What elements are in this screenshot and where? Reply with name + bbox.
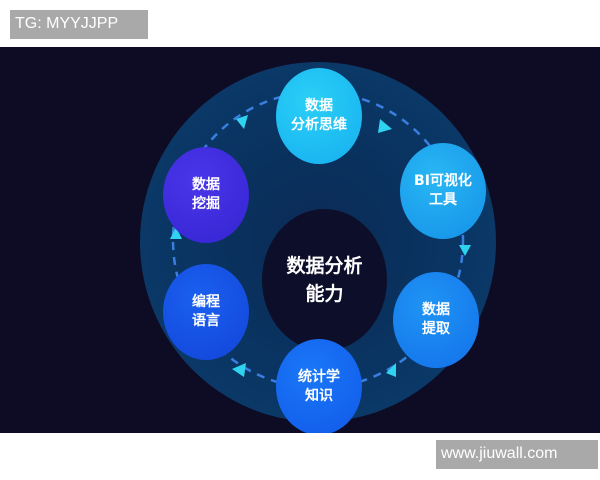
node-label: 知识 — [305, 388, 333, 404]
arrow-icon — [232, 363, 246, 377]
node-label: 数据 — [305, 98, 333, 114]
center-label-line2: 能力 — [305, 283, 344, 305]
node-data-extraction: 数据 提取 — [393, 272, 479, 368]
node-label: 编程 — [192, 294, 220, 310]
node-programming: 编程 语言 — [163, 264, 249, 360]
center-node: 数据分析 能力 — [262, 209, 387, 351]
node-label: 数据 — [422, 302, 450, 318]
node-label: 工具 — [429, 192, 457, 208]
arrow-icon — [386, 363, 396, 377]
arrow-icon — [459, 245, 471, 256]
node-label: 语言 — [192, 313, 220, 329]
node-label: 提取 — [422, 321, 450, 337]
node-label: 数据 — [192, 177, 220, 193]
arrow-icon — [236, 115, 248, 129]
node-label: BI可视化 — [414, 173, 472, 189]
arrow-icon — [170, 227, 182, 239]
watermark-bottom: www.jiuwall.com — [436, 440, 598, 469]
arrow-icon — [378, 119, 392, 133]
node-statistics: 统计学 知识 — [276, 339, 362, 433]
center-label-line1: 数据分析 — [286, 255, 363, 277]
node-label: 分析思维 — [291, 117, 347, 133]
node-bi-tools: BI可视化 工具 — [400, 143, 486, 239]
node-label: 统计学 — [298, 369, 340, 385]
node-data-mining: 数据 挖掘 — [163, 147, 249, 243]
watermark-top: TG: MYYJJPP — [10, 10, 148, 39]
node-label: 挖掘 — [192, 196, 220, 212]
diagram-panel: 数据分析 能力 数据 分析思维 BI可视化 工具 数据 提取 统计学 知识 编程… — [0, 47, 600, 433]
node-data-thinking: 数据 分析思维 — [276, 68, 362, 164]
